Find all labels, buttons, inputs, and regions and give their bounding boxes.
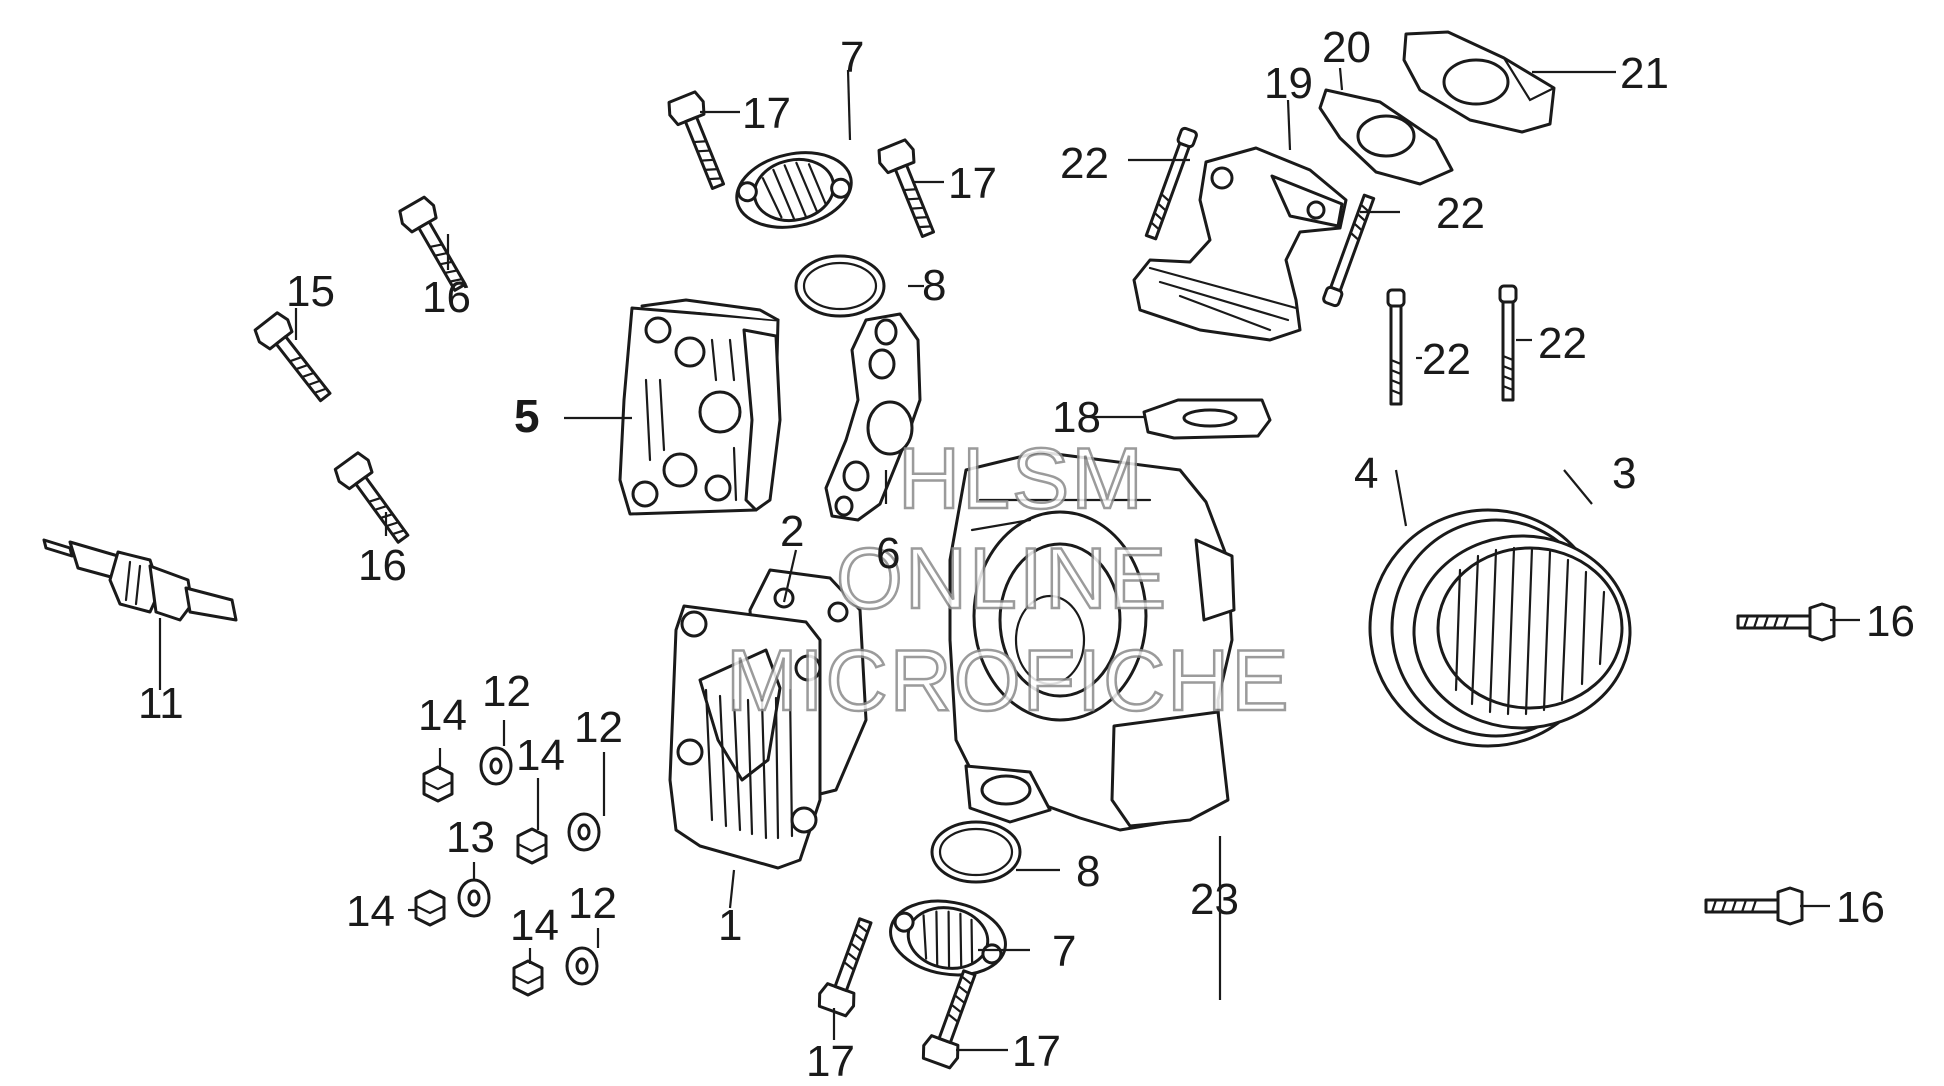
watermark: HLSM ONLINE MICROFICHE	[725, 430, 1291, 731]
intake-gasket	[1318, 88, 1454, 186]
bolt-17-bottom-left	[814, 913, 884, 1019]
bolt-17-top-right	[873, 136, 947, 243]
callout-23: 23	[1190, 875, 1239, 924]
callout-22-c: 22	[1422, 335, 1471, 384]
washer-13	[457, 878, 491, 918]
head-cover-gasket	[824, 312, 922, 522]
bolt-16-right-lower	[1704, 886, 1804, 926]
manifold-gasket-small	[1142, 398, 1272, 440]
callout-14-d: 14	[510, 901, 559, 950]
callout-3: 3	[1612, 449, 1636, 498]
washer-12-a	[479, 746, 513, 786]
callout-11: 11	[138, 679, 184, 728]
spark-plug	[42, 538, 238, 622]
callout-16-upper-left: 16	[422, 273, 471, 322]
cylinder-block-housing	[948, 450, 1236, 832]
callout-17-bottom-right: 17	[1012, 1027, 1061, 1076]
stud-22-c	[1386, 288, 1406, 406]
callout-22-b: 22	[1436, 189, 1485, 238]
callout-20: 20	[1322, 23, 1371, 72]
callout-8-bottom: 8	[1076, 847, 1100, 896]
watermark-line-1: HLSM	[898, 431, 1145, 527]
washer-12-b	[567, 812, 601, 852]
nut-14-a	[422, 765, 454, 803]
air-cleaner-cover	[1412, 534, 1632, 730]
callout-labels: 11 5 6 2 1 3 4 23 18 7 7 8 8 19 20 21 22…	[138, 23, 1915, 1086]
tappet-cover-upper	[728, 141, 860, 239]
callout-16-right-lower: 16	[1836, 883, 1885, 932]
callout-2: 2	[780, 507, 804, 556]
callout-5: 5	[514, 390, 540, 442]
callout-6: 6	[876, 529, 900, 578]
callout-21: 21	[1620, 49, 1669, 98]
bolt-17-bottom-right	[918, 965, 988, 1071]
callout-14-c: 14	[346, 887, 395, 936]
leader-lines	[158, 67, 1860, 1052]
callout-17-top-right: 17	[948, 159, 997, 208]
o-ring-lower	[930, 820, 1022, 884]
callout-22-d: 22	[1538, 319, 1587, 368]
callout-16-mid-left: 16	[358, 541, 407, 590]
callout-4: 4	[1354, 449, 1378, 498]
callout-12-a: 12	[482, 667, 531, 716]
bolt-17-top-left	[663, 88, 737, 195]
bolt-16-mid-left	[330, 448, 420, 551]
cylinder-head	[668, 604, 822, 870]
tappet-cover-lower	[883, 890, 1013, 986]
callout-1: 1	[718, 901, 742, 950]
callout-12-b: 12	[574, 703, 623, 752]
callout-7-bottom: 7	[1052, 927, 1076, 976]
callout-14-a: 14	[418, 691, 467, 740]
o-ring-upper	[794, 254, 886, 318]
nut-14-c	[414, 889, 446, 927]
callout-17-bottom-left: 17	[806, 1037, 855, 1086]
callout-15: 15	[286, 267, 335, 316]
washer-12-c	[565, 946, 599, 986]
stud-22-d	[1498, 284, 1518, 402]
watermark-line-2: ONLINE	[836, 531, 1168, 627]
nut-14-d	[512, 959, 544, 997]
callout-16-right-upper: 16	[1866, 597, 1915, 646]
callout-18: 18	[1052, 393, 1101, 442]
callout-17-top-left: 17	[742, 89, 791, 138]
callout-7-top: 7	[840, 33, 864, 82]
callout-12-c: 12	[568, 879, 617, 928]
callout-19: 19	[1264, 59, 1313, 108]
intake-flange	[1402, 30, 1556, 134]
watermark-line-3: MICROFICHE	[726, 633, 1291, 729]
callout-14-b: 14	[516, 731, 565, 780]
callout-22-a: 22	[1060, 139, 1109, 188]
callout-13: 13	[446, 813, 495, 862]
callout-8-top: 8	[922, 261, 946, 310]
stud-22-a	[1141, 125, 1200, 242]
cylinder-head-cover	[618, 298, 782, 516]
bolt-16-right-upper	[1736, 602, 1836, 642]
nut-14-b	[516, 827, 548, 865]
intake-manifold	[1132, 146, 1348, 342]
